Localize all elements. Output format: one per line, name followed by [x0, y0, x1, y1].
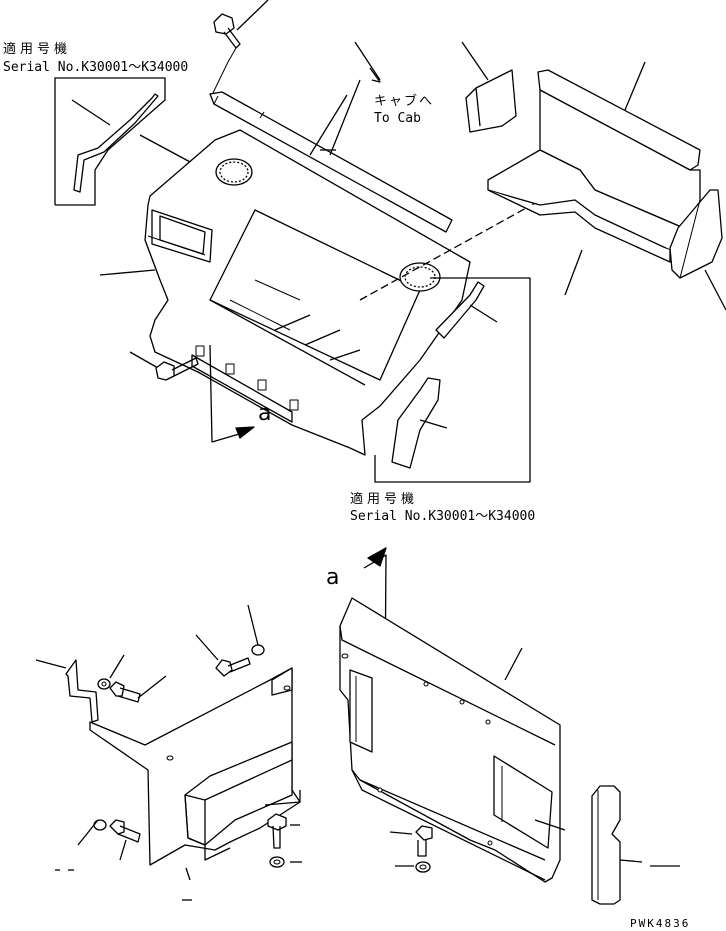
top-left-note-title: 適用号機 [3, 42, 72, 57]
panel-left-lower [89, 667, 301, 866]
pad-lower-right [591, 785, 643, 905]
bolt-left [99, 269, 199, 381]
view-a-label-upper: a [258, 401, 272, 426]
washer-bolt-2 [195, 604, 265, 677]
bolt-top [211, 0, 269, 96]
view-a-label-lower: a [326, 565, 340, 590]
panel-right-lower [339, 597, 566, 883]
bolt-washer-5 [389, 825, 433, 873]
cab-note-japanese: キャブへ [374, 94, 435, 109]
floor-mat [487, 61, 701, 296]
pad-side [669, 189, 726, 311]
seal-strip-to-cab [209, 41, 453, 233]
right-note-title: 適用号機 [350, 492, 419, 507]
pad-wedge [461, 41, 517, 133]
view-a-marker-upper [209, 344, 255, 443]
drawing-number: PWK4836 [630, 917, 691, 930]
bracket-left [35, 659, 99, 723]
washer-bolt-1 [97, 654, 167, 703]
washer-bolt-3 [77, 819, 141, 861]
console-body [144, 129, 471, 456]
cab-note-english: To Cab [374, 111, 421, 126]
inset-box-right [374, 277, 531, 483]
right-note-serial: Serial No.K30001～K34000 [350, 509, 536, 524]
bolt-washer-4 [267, 813, 302, 868]
top-left-note-serial: Serial No.K30001～K34000 [3, 60, 189, 75]
